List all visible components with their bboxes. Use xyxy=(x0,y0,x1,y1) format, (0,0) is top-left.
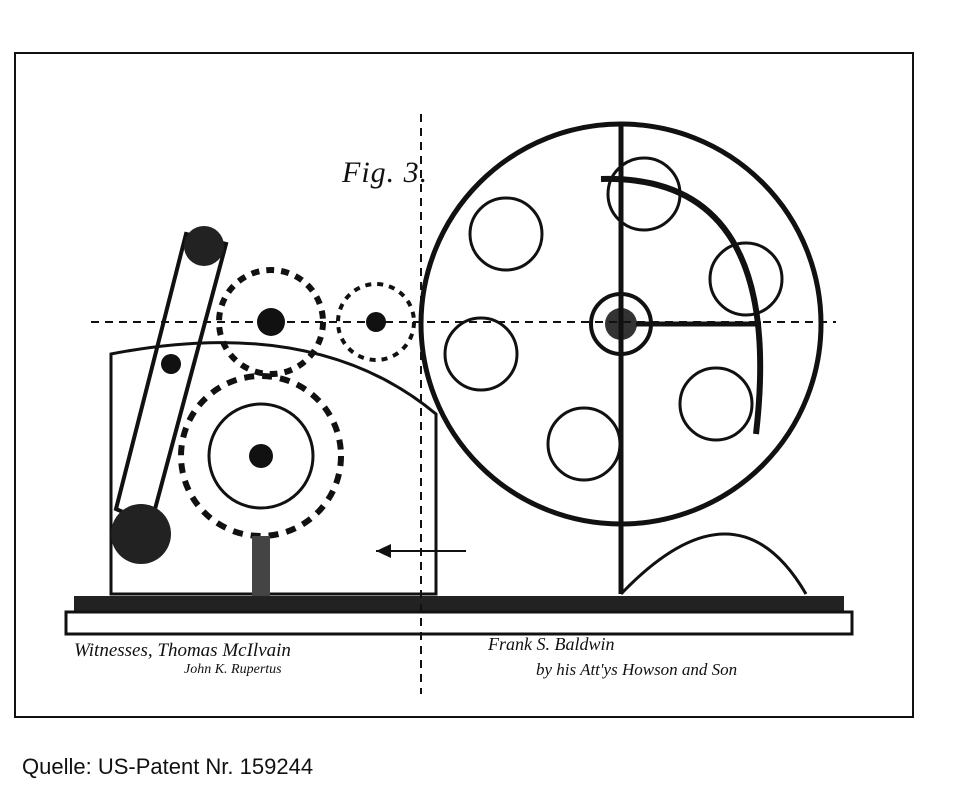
figure-label: Fig. 3. xyxy=(342,156,429,189)
attorneys-signature: by his Att'ys Howson and Son xyxy=(536,660,738,679)
pedestal-right xyxy=(619,532,808,596)
witnesses-text: Witnesses, xyxy=(74,640,153,661)
witness-signature: Thomas McIlvain xyxy=(157,640,291,661)
base-rim xyxy=(64,610,854,636)
lever-arm xyxy=(111,226,229,564)
inventor-signature: Frank S. Baldwin xyxy=(488,634,615,654)
patent-drawing xyxy=(64,114,854,694)
support-post xyxy=(252,536,270,596)
witness-signature-2: John K. Rupertus xyxy=(184,662,282,677)
large-wheel xyxy=(418,121,824,594)
base-plate xyxy=(74,596,844,612)
machine-housing xyxy=(109,341,438,596)
patent-drawing-frame: Fig. 3. Witnesses, Thomas McIlvain John … xyxy=(14,52,914,718)
gear-wheel-lower xyxy=(178,373,344,539)
witnesses-label: Witnesses, Thomas McIlvain John K. Ruper… xyxy=(74,640,291,678)
direction-arrow xyxy=(376,544,466,558)
source-caption: Quelle: US-Patent Nr. 159244 xyxy=(22,754,314,779)
